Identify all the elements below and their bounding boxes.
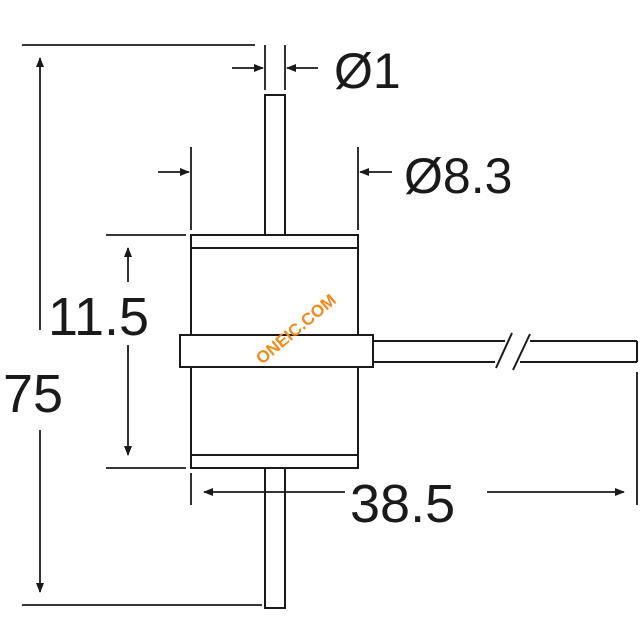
side-lead-length-dimension bbox=[190, 372, 638, 505]
lead-diameter-dimension bbox=[232, 45, 318, 90]
center-ring bbox=[179, 334, 374, 368]
lead-diameter-label: Ø1 bbox=[334, 43, 401, 99]
side-lead-length-label: 38.5 bbox=[350, 474, 455, 534]
top-lead bbox=[264, 94, 286, 236]
overall-length-dimension bbox=[22, 44, 262, 606]
body-diameter-label: Ø8.3 bbox=[404, 148, 512, 204]
body-length-dimension bbox=[106, 234, 186, 469]
overall-length-label: 75 bbox=[3, 364, 63, 424]
side-lead bbox=[373, 332, 638, 371]
body-length-label: 11.5 bbox=[48, 287, 149, 347]
bottom-lead bbox=[264, 467, 286, 609]
body-diameter-dimension bbox=[158, 147, 392, 230]
